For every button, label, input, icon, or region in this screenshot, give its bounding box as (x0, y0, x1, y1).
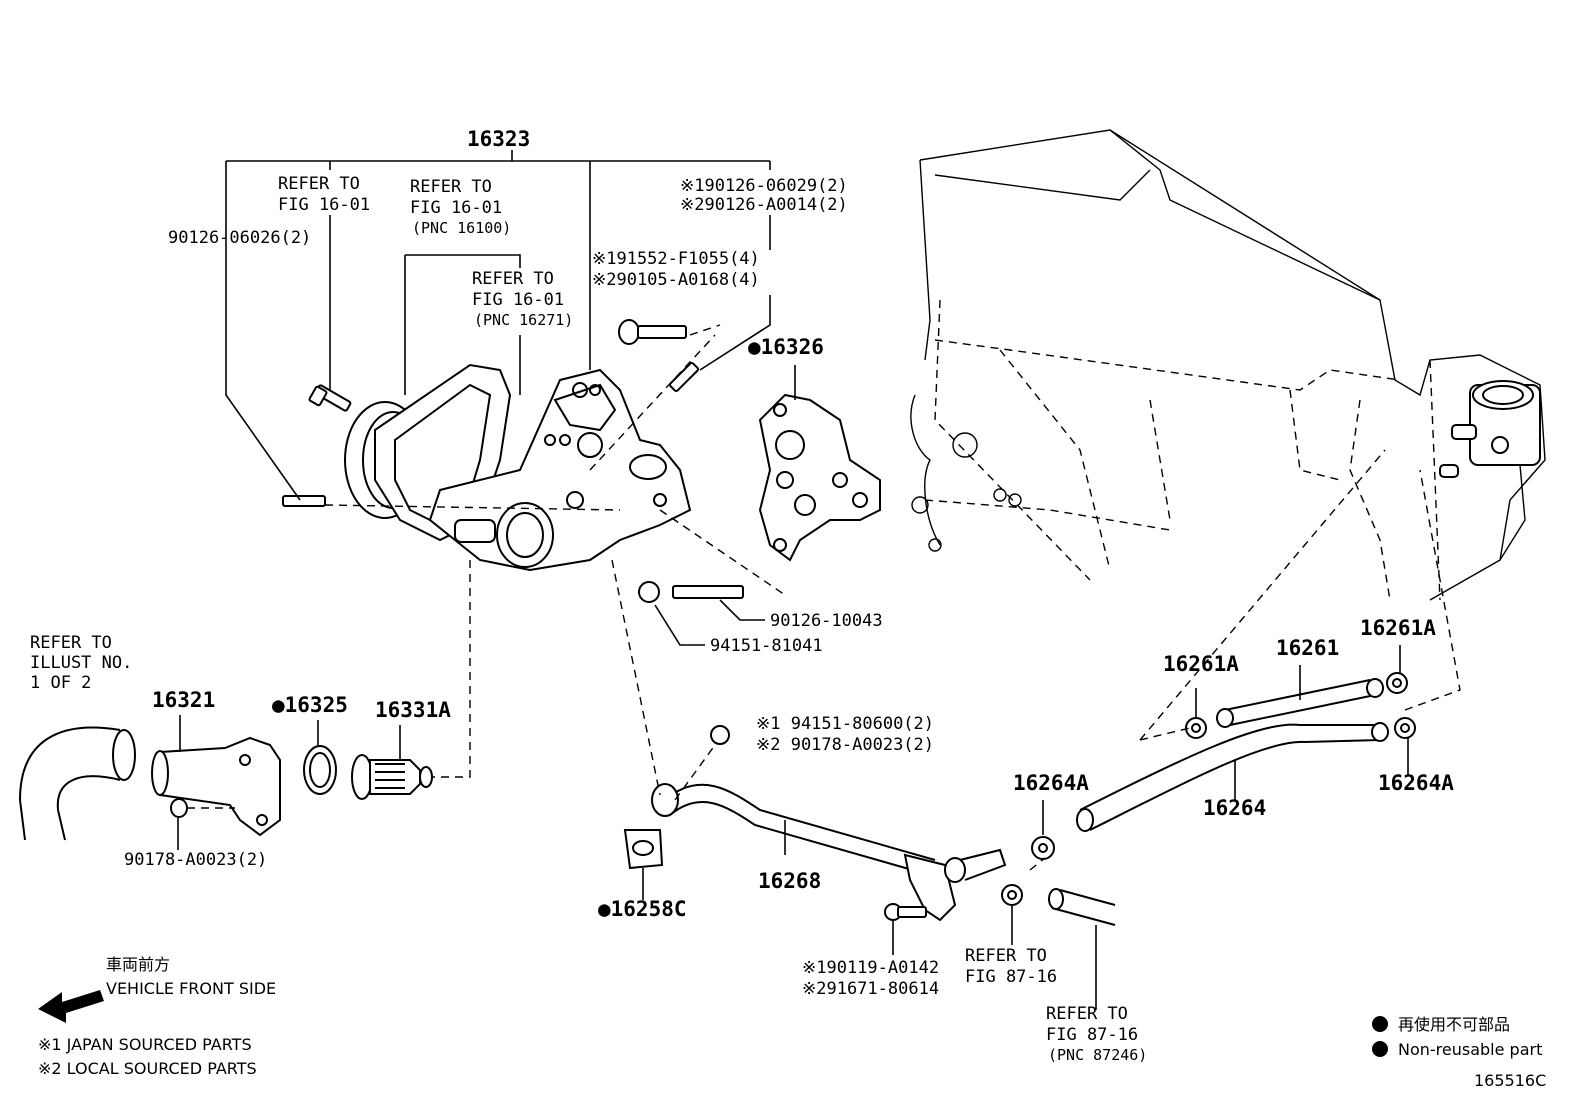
label-refer-87-16-d: FIG 87-16 (1046, 1025, 1138, 1045)
legend-nonreuse-jp: 再使用不可部品 (1398, 1015, 1510, 1034)
engine-block-outline (910, 129, 1546, 601)
label-refer-fig-16-01-a: REFER TO (278, 174, 360, 194)
gasket-16325 (303, 745, 337, 795)
label-16264A-right: 16264A (1378, 771, 1454, 795)
label-91671: ※291671-80614 (802, 979, 939, 999)
label-16268: 16268 (758, 869, 821, 893)
gasket-16326 (758, 393, 881, 562)
label-refer-illust-b: ILLUST NO. (30, 653, 132, 673)
label-16264: 16264 (1203, 796, 1266, 820)
label-refer2-b: FIG 16-01 (410, 198, 502, 218)
label-16261A-left: 16261A (1163, 652, 1239, 676)
bolt-refer-16-01 (308, 384, 352, 412)
label-16321: 16321 (152, 688, 215, 712)
legend-front-en: VEHICLE FRONT SIDE (106, 979, 276, 998)
label-refer-fig-16-01-b: FIG 16-01 (278, 195, 370, 215)
label-16323: 16323 (467, 127, 530, 151)
front-arrow-icon (38, 990, 104, 1023)
bolt-90178-A0023 (170, 798, 188, 818)
label-refer-87-16-c: REFER TO (1046, 1004, 1128, 1024)
clip-16261A-left (1185, 717, 1207, 739)
clip-87-16 (1001, 884, 1023, 906)
bolt-91552 (618, 319, 687, 345)
stud-90126-06029 (668, 361, 700, 393)
nut-94151-81041 (638, 581, 744, 603)
legend-local-parts: ※2 LOCAL SOURCED PARTS (38, 1059, 257, 1078)
label-90126-10043: 90126-10043 (770, 611, 883, 631)
figure-id: 165516C (1474, 1071, 1546, 1090)
label-90178-A0023-2: ※2 90178-A0023(2) (756, 735, 934, 755)
clip-16264A-left (1031, 836, 1055, 860)
label-90126-A0014: ※290126-A0014(2) (680, 195, 848, 215)
water-bypass-pipe-16268 (651, 783, 1007, 922)
legend: 車両前方 VEHICLE FRONT SIDE ※1 JAPAN SOURCED… (38, 955, 1546, 1090)
leader-lines (177, 150, 1409, 1010)
label-refer3-b: FIG 16-01 (472, 290, 564, 310)
label-16331A: 16331A (375, 698, 451, 722)
water-pump-assembly (344, 363, 692, 572)
nut-94151-80600 (710, 725, 730, 745)
nonreuse-dot-icon-2 (1372, 1041, 1388, 1057)
label-90126-06029: ※190126-06029(2) (680, 176, 848, 196)
stud-90126-06026 (282, 495, 326, 507)
label-refer3-a: REFER TO (472, 269, 554, 289)
thermostat-16331A (351, 754, 433, 800)
label-refer3-c: (PNC 16271) (474, 311, 573, 329)
nonreuse-dot-icon-1 (1372, 1016, 1388, 1032)
hose-16261 (1216, 678, 1384, 728)
label-16264A-left: 16264A (1013, 771, 1089, 795)
label-16261: 16261 (1276, 636, 1339, 660)
dashed-connection-lines (187, 324, 1461, 871)
label-refer-illust-c: 1 OF 2 (30, 673, 91, 693)
legend-front-jp: 車両前方 (106, 955, 170, 974)
gasket-16258C (623, 829, 664, 870)
clip-16264A-right (1394, 717, 1416, 739)
label-16325: ●16325 (272, 693, 348, 717)
water-inlet-16321 (151, 736, 281, 837)
legend-nonreuse-en: Non-reusable part (1398, 1040, 1542, 1059)
bolt-90119 (884, 903, 927, 921)
label-16261A-right: 16261A (1360, 616, 1436, 640)
part-labels: 16323 REFER TO FIG 16-01 REFER TO FIG 16… (30, 127, 1454, 1064)
label-91552: ※191552-F1055(4) (592, 249, 760, 269)
throttle-body (1439, 380, 1541, 561)
label-refer-87-16-b: FIG 87-16 (965, 967, 1057, 987)
clip-16261A-right (1386, 672, 1408, 694)
label-90119: ※190119-A0142 (802, 958, 939, 978)
label-94151-80600: ※1 94151-80600(2) (756, 714, 934, 734)
radiator-hose (19, 726, 136, 841)
label-90126-06026: 90126-06026(2) (168, 228, 311, 248)
label-refer2-a: REFER TO (410, 177, 492, 197)
hose-to-87-16 (1048, 888, 1116, 926)
label-refer2-c: (PNC 16100) (412, 219, 511, 237)
label-90105: ※290105-A0168(4) (592, 270, 760, 290)
label-refer-87-16-a: REFER TO (965, 946, 1047, 966)
label-94151-81041: 94151-81041 (710, 636, 823, 656)
legend-japan-parts: ※1 JAPAN SOURCED PARTS (38, 1035, 252, 1054)
label-16326: ●16326 (748, 335, 824, 359)
label-90178-A0023: 90178-A0023(2) (124, 850, 267, 870)
label-refer-illust-a: REFER TO (30, 633, 112, 653)
label-16258C: ●16258C (598, 897, 687, 921)
label-refer-87-16-e: (PNC 87246) (1048, 1046, 1147, 1064)
hose-16264 (1076, 722, 1389, 832)
